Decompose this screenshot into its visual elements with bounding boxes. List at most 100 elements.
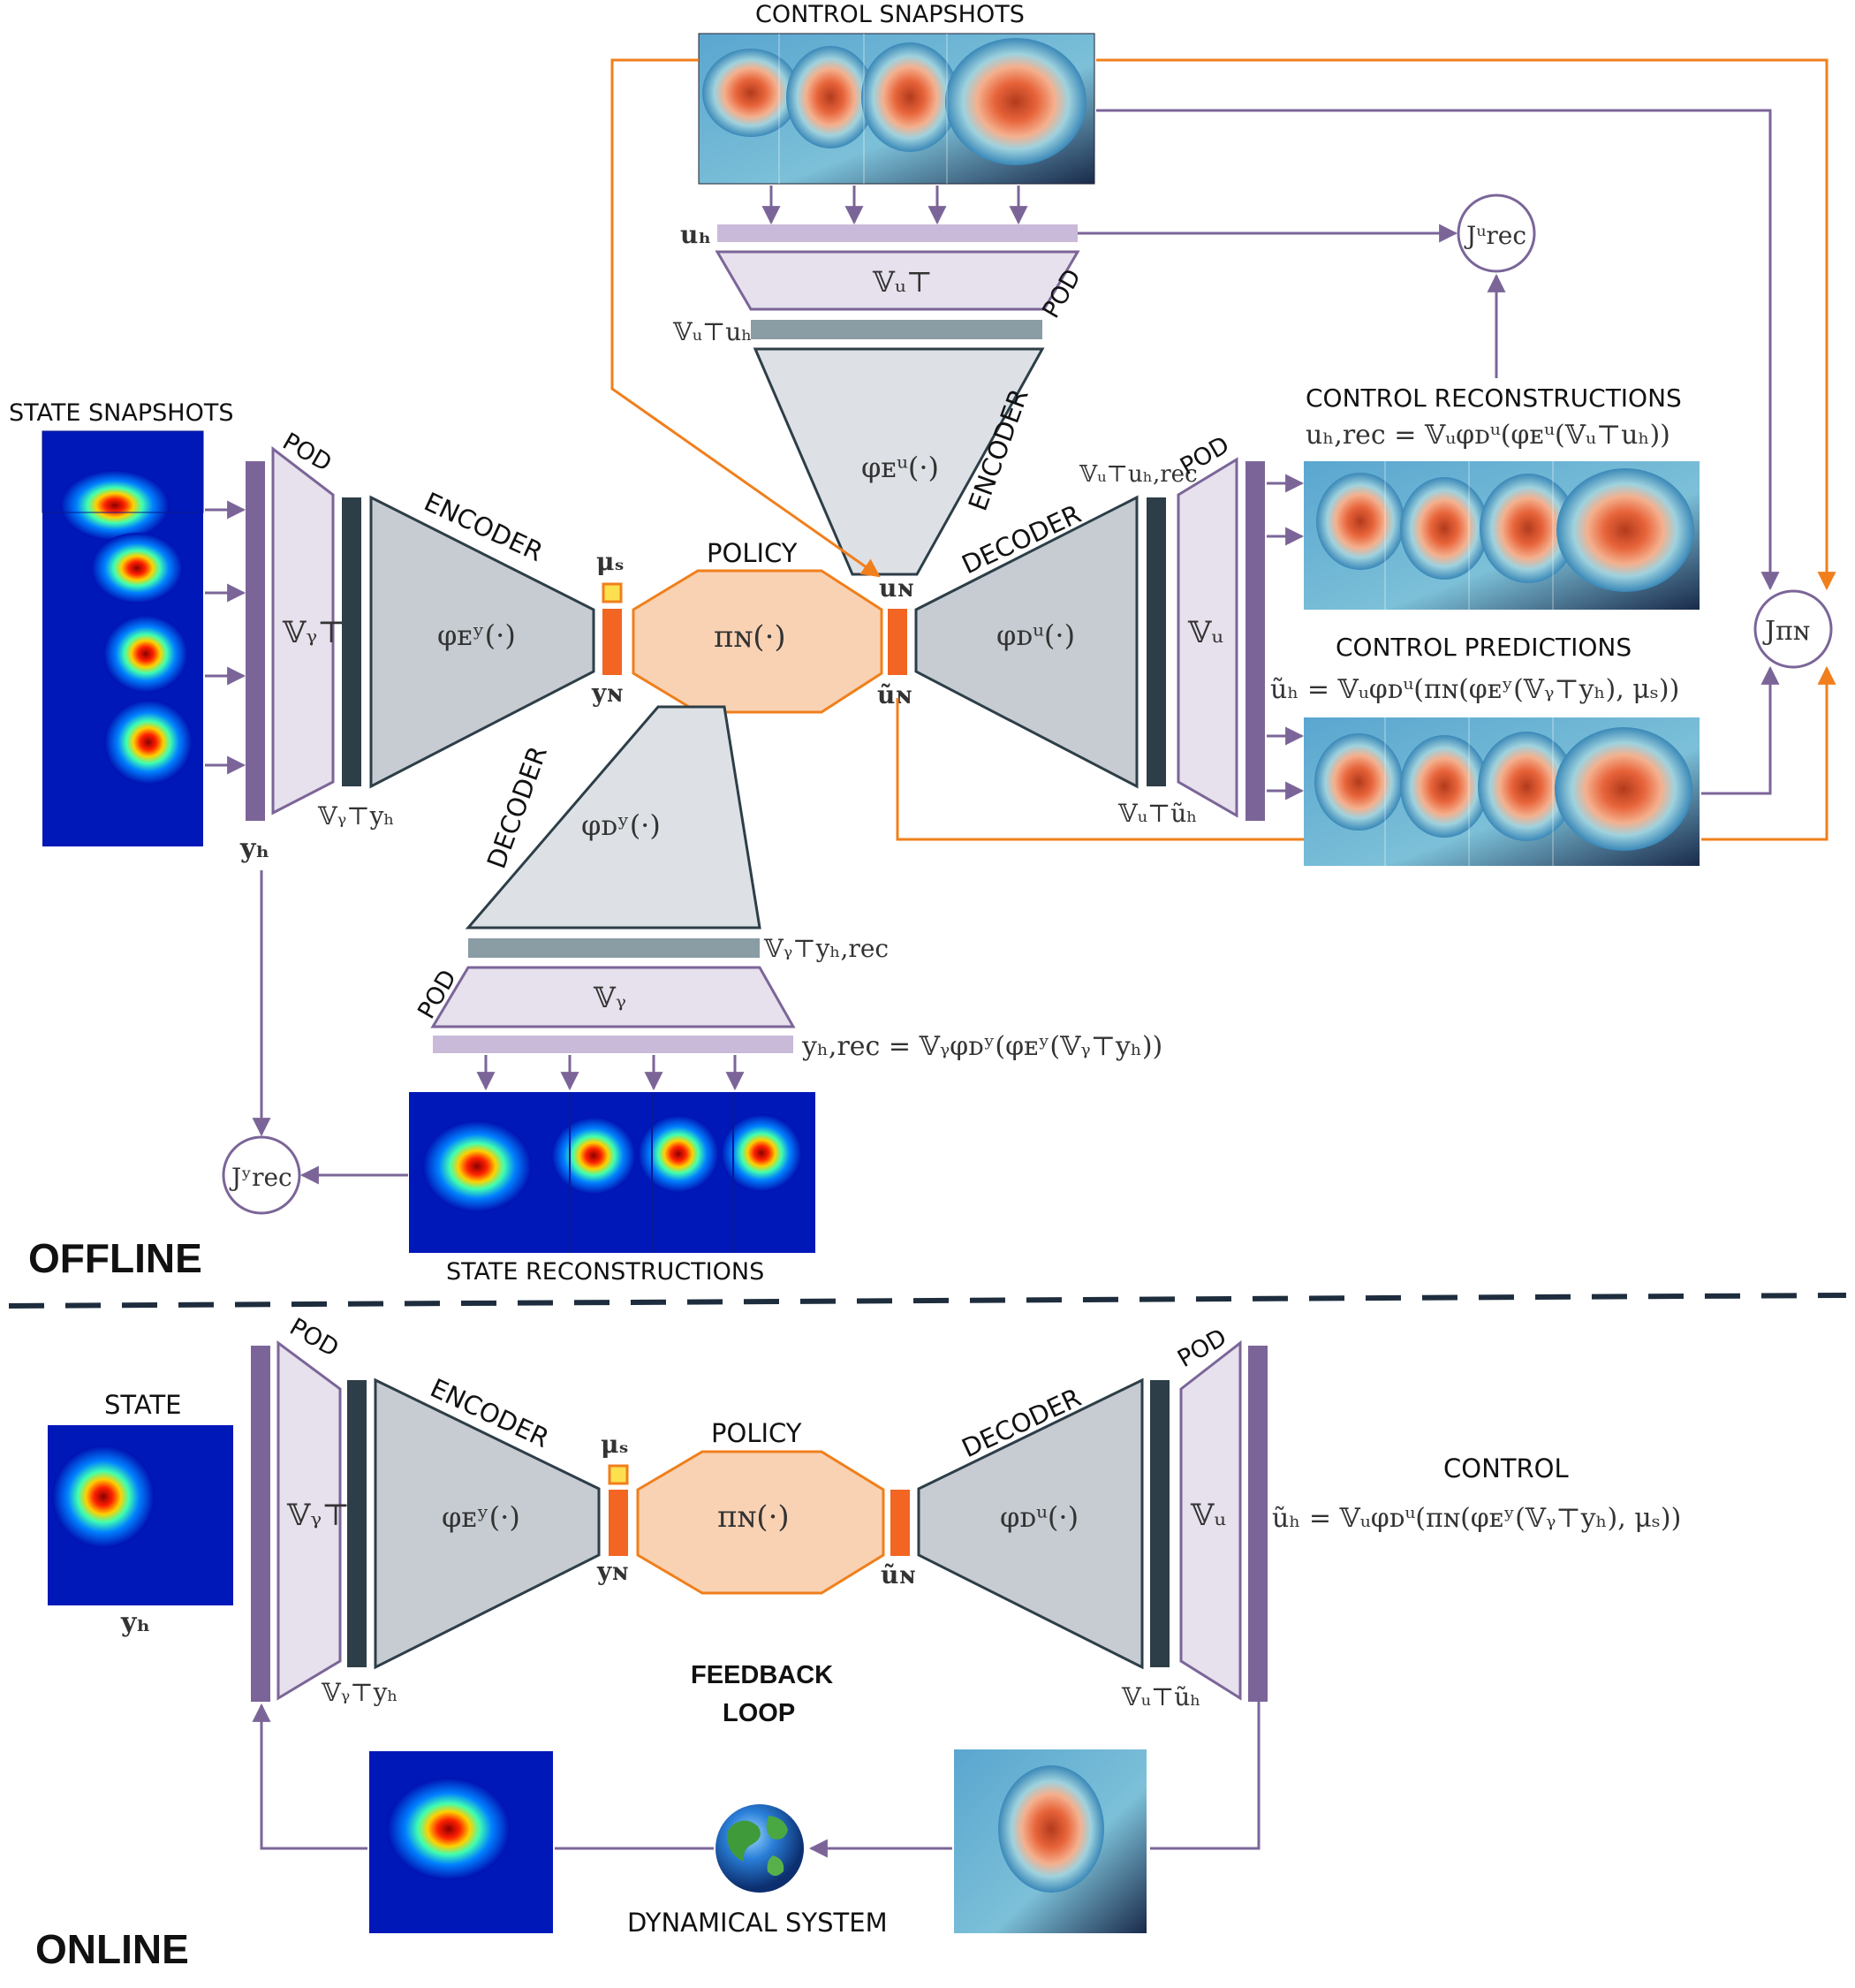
control-snapshots-label: CONTROL SNAPSHOTS: [755, 1, 1025, 28]
j-pi-n-label: Jπɴ: [1762, 616, 1810, 647]
j-rec-u-label: Jᵘrec: [1464, 221, 1526, 250]
online-y-n-label: yɴ: [596, 1557, 629, 1586]
eq-u-pred: ũₕ = 𝕍ᵤφᴅᵘ(πɴ(φᴇʸ(𝕍ᵧ⊤yₕ), μₛ)): [1270, 674, 1679, 705]
online-vy-t-symbol: 𝕍ᵧ⊤: [286, 1498, 350, 1533]
u-n-tilde-label: ũɴ: [877, 680, 912, 709]
online-new-state-image: [369, 1751, 553, 1933]
state-recon-pod-bar: [468, 938, 760, 958]
online-policy-block: [636, 1450, 885, 1595]
online-control-output-bar: [1248, 1346, 1268, 1702]
control-output-arrows: [1267, 474, 1305, 801]
state-label: STATE: [104, 1390, 182, 1420]
online-pod-control-block: [1179, 1339, 1242, 1701]
online-pod-state-block: [276, 1340, 342, 1701]
offline-label: OFFLINE: [28, 1235, 202, 1281]
y-h-label: yₕ: [239, 833, 269, 864]
pod-state-block: [271, 445, 335, 816]
eq-u-rec: uₕ,rec = 𝕍ᵤφᴅᵘ(φᴇᵘ(𝕍ᵤ⊤uₕ)): [1306, 420, 1670, 451]
j-rec-u-node: [1457, 193, 1536, 273]
online-latent-u-n: [890, 1490, 910, 1556]
online-state-image: [48, 1425, 233, 1605]
latent-y-n-bar: [602, 609, 622, 675]
offline-online-divider: [8, 1293, 1847, 1309]
vyt-yh-label: 𝕍ᵧ⊤yₕ: [317, 801, 395, 831]
latent-u-n-bar: [888, 609, 907, 675]
control-reconstructions-label: CONTROL RECONSTRUCTIONS: [1306, 383, 1682, 413]
online-vut-uhtilde-label: 𝕍ᵤ⊤ũₕ: [1121, 1682, 1200, 1711]
orange-right-bottom: [1701, 665, 1836, 841]
y-n-label: yɴ: [591, 679, 624, 708]
predictions-to-jpi-arrow: [1701, 665, 1780, 795]
snapshots-to-jpi-arrow: [1096, 109, 1780, 591]
control-predictions-label: CONTROL PREDICTIONS: [1336, 633, 1632, 662]
policy-block: [632, 569, 883, 714]
control-pod-bar: [1147, 497, 1166, 786]
phi-d-y: φᴅʸ(·): [581, 808, 661, 842]
online-state-input-bar: [251, 1346, 270, 1702]
decoder-state-block: [465, 705, 761, 930]
online-vyt-yh-label: 𝕍ᵧ⊤yₕ: [321, 1678, 398, 1707]
phi-e-y: φᴇʸ(·): [437, 618, 516, 652]
online-mu-s-box: [608, 1464, 629, 1485]
state-snapshot-arrows: [205, 500, 246, 775]
phi-e-u: φᴇᵘ(·): [861, 451, 939, 484]
decoder-control-block: [914, 495, 1139, 789]
control-snapshot-arrows: [761, 186, 1028, 225]
mu-s-label: μₛ: [596, 547, 625, 576]
state-recon-arrows: [476, 1055, 745, 1091]
orange-top-loop: [610, 58, 881, 578]
encoder-state-block: [369, 495, 595, 789]
orange-bottom-loop: [896, 698, 1304, 841]
orange-right-top: [1096, 58, 1836, 591]
earth-icon: [716, 1804, 804, 1893]
state-reconstructions-images: [409, 1092, 815, 1253]
online-y-h-label: yₕ: [120, 1607, 150, 1638]
online-u-n-tilde-label: ũɴ: [881, 1560, 916, 1590]
policy-label: POLICY: [707, 538, 798, 568]
eq-y-rec: yₕ,rec = 𝕍ᵧφᴅʸ(φᴇʸ(𝕍ᵧ⊤yₕ)): [801, 1031, 1162, 1062]
encoder-control-block: [753, 347, 1045, 576]
online-encoder-block: [374, 1377, 601, 1670]
control-predictions-images: [1304, 717, 1700, 866]
state-snapshots-images: [42, 430, 204, 846]
vut-uh-label: 𝕍ᵤ⊤uₕ: [672, 317, 752, 346]
online-label: ONLINE: [35, 1926, 189, 1972]
vu-symbol: 𝕍ᵤ: [1187, 615, 1223, 650]
vy-t-symbol: 𝕍ᵧ⊤: [282, 615, 345, 650]
vut-uhrec-label: 𝕍ᵤ⊤uₕ,rec: [1079, 461, 1198, 488]
vyt-yhrec-label: 𝕍ᵧ⊤yₕ,rec: [763, 934, 889, 963]
vu-t-symbol: 𝕍ᵤ⊤: [872, 265, 933, 299]
state-image-to-input-arrow: [252, 1703, 367, 1850]
dynamical-system-label: DYNAMICAL SYSTEM: [627, 1908, 888, 1938]
control-snapshots-images: [698, 33, 1095, 185]
control-label: CONTROL: [1443, 1453, 1569, 1483]
control-top-pod-bar: [751, 320, 1042, 339]
state-pod-bar: [342, 497, 361, 786]
control-to-system-line: [1150, 1702, 1261, 1850]
feedback-loop-line2: LOOP: [723, 1699, 795, 1727]
state-reconstructions-label: STATE RECONSTRUCTIONS: [446, 1258, 764, 1286]
j-rec-y-label: Jʸrec: [229, 1163, 292, 1192]
control-reconstructions-images: [1304, 461, 1700, 610]
j-pi-n-node: [1753, 589, 1833, 669]
state-snapshots-label: STATE SNAPSHOTS: [9, 399, 233, 427]
control-output-bar: [1246, 461, 1265, 821]
j-rec-y-node: [222, 1135, 301, 1215]
online-control-image: [954, 1749, 1147, 1933]
online-pi-n: πɴ(·): [717, 1499, 790, 1535]
pod-state-bottom-block: [430, 966, 796, 1028]
state-recon-bar: [433, 1036, 793, 1053]
feedback-loop-line1: FEEDBACK: [691, 1661, 833, 1689]
mu-s-box: [602, 582, 623, 603]
state-input-bar: [246, 461, 265, 821]
online-phi-d-u: φᴅᵘ(·): [1000, 1500, 1079, 1534]
vut-uhtilde-label: 𝕍ᵤ⊤ũₕ: [1117, 799, 1197, 828]
pi-n: πɴ(·): [714, 619, 786, 655]
phi-d-u: φᴅᵘ(·): [996, 618, 1075, 652]
online-eq-control: ũₕ = 𝕍ᵤφᴅᵘ(πɴ(φᴇʸ(𝕍ᵧ⊤yₕ), μₛ)): [1272, 1503, 1681, 1534]
online-latent-y-n: [609, 1490, 628, 1556]
control-input-bar: [717, 224, 1078, 242]
pod-control-block: [1177, 457, 1238, 818]
online-state-pod-bar: [347, 1380, 367, 1667]
online-decoder-block: [917, 1377, 1144, 1670]
